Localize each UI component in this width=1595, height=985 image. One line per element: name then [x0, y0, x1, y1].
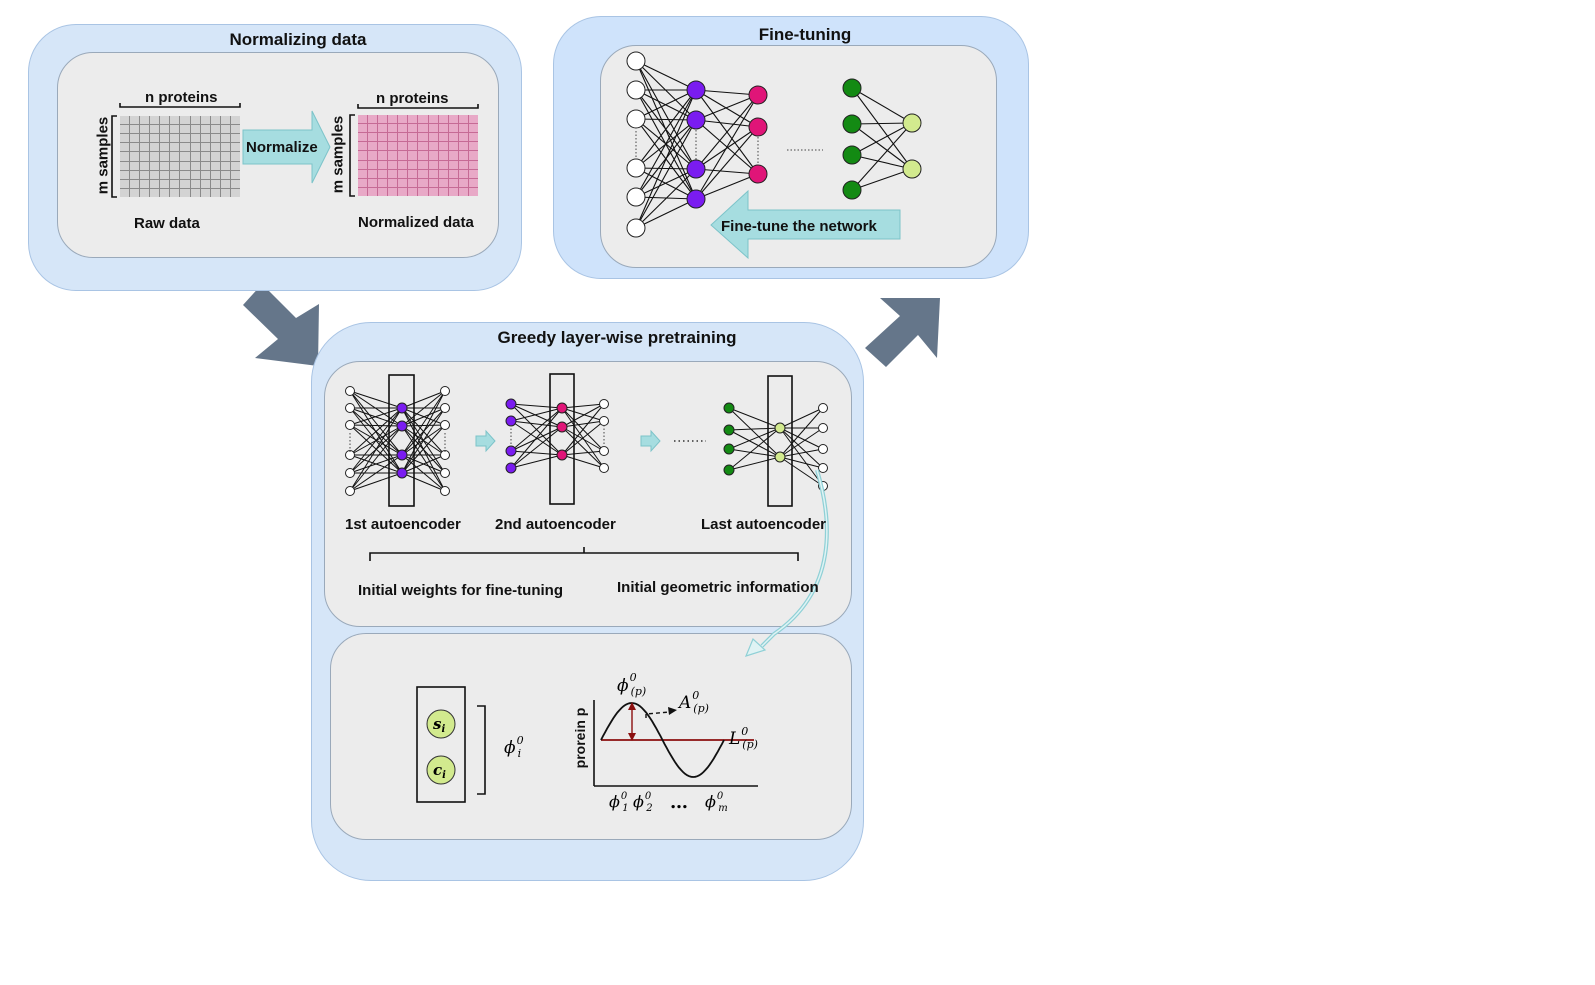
ae-last-output-node — [818, 403, 828, 413]
ae1-input-node — [345, 486, 355, 496]
c-node-label: ci — [433, 761, 446, 781]
input-node — [626, 187, 646, 207]
last-hidden-node — [842, 114, 862, 134]
ae1-input-node — [345, 468, 355, 478]
finetuning-title: Fine-tuning — [758, 25, 852, 44]
ae-last-code-node — [774, 422, 786, 434]
ae-last-input-node — [723, 464, 735, 476]
hidden1-node — [686, 110, 706, 130]
ae1-code-node — [396, 449, 408, 461]
ae-last-input-node — [723, 402, 735, 414]
ae-last-code-node — [774, 451, 786, 463]
ae-last-label: Last autoencoder — [701, 516, 827, 533]
initial-weights-label: Initial weights for fine-tuning — [358, 582, 563, 599]
ae1-input-node — [345, 403, 355, 413]
hidden1-node — [686, 80, 706, 100]
ae1-output-node — [440, 420, 450, 430]
normalize-arrow-label: Normalize — [246, 139, 318, 156]
ae2-output-node — [599, 399, 609, 409]
last-hidden-node — [842, 78, 862, 98]
ae2-input-node — [505, 398, 517, 410]
normalized-caption: Normalized data — [358, 214, 474, 231]
ae1-output-node — [440, 468, 450, 478]
hidden1-node — [686, 159, 706, 179]
output-node — [902, 159, 922, 179]
input-node — [626, 109, 646, 129]
hidden2-node — [748, 117, 768, 137]
raw-top-label: n proteins — [145, 89, 218, 106]
output-node — [902, 113, 922, 133]
protein-axis-label: prorein p — [572, 707, 588, 769]
ae-last-input-node — [723, 443, 735, 455]
ae1-output-node — [440, 386, 450, 396]
ae2-input-node — [505, 462, 517, 474]
ae1-output-node — [440, 486, 450, 496]
ae2-label: 2nd autoencoder — [495, 516, 616, 533]
ae-last-input-node — [723, 424, 735, 436]
ae1-input-node — [345, 420, 355, 430]
ae-last-output-node — [818, 444, 828, 454]
flow-arrow-down-right — [243, 284, 319, 366]
finetune-arrow-label: Fine-tune the network — [721, 218, 877, 235]
input-node — [626, 218, 646, 238]
hidden1-node — [686, 189, 706, 209]
norm-top-label: n proteins — [376, 90, 449, 107]
ae1-label: 1st autoencoder — [345, 516, 461, 533]
input-node — [626, 158, 646, 178]
L-p-label: L0(p) — [728, 725, 758, 751]
hidden2-node — [748, 164, 768, 184]
last-hidden-node — [842, 145, 862, 165]
A-p-label: A0(p) — [677, 689, 709, 715]
raw-data-grid — [120, 116, 240, 197]
pretraining-title: Greedy layer-wise pretraining — [497, 328, 737, 347]
input-node — [626, 51, 646, 71]
ae1-code-node — [396, 420, 408, 432]
initial-geometric-label: Initial geometric information — [617, 579, 819, 596]
normalized-data-grid — [358, 115, 478, 196]
phi-p-label: ϕ0(p) — [617, 671, 646, 698]
ae1-output-node — [440, 403, 450, 413]
ae-last-output-node — [818, 463, 828, 473]
ellipsis-tick: … — [670, 792, 688, 813]
ae1-code-node — [396, 467, 408, 479]
ae2-output-node — [599, 463, 609, 473]
flow-arrow-up-right — [865, 298, 940, 367]
ae2-code-node — [556, 402, 568, 414]
ae2-code-node — [556, 449, 568, 461]
ae1-code-node — [396, 402, 408, 414]
last-hidden-node — [842, 180, 862, 200]
normalizing-title: Normalizing data — [229, 30, 367, 49]
ae2-code-node — [556, 421, 568, 433]
input-node — [626, 80, 646, 100]
s-node-label: si — [433, 715, 445, 735]
hidden2-node — [748, 85, 768, 105]
ae1-input-node — [345, 386, 355, 396]
ae-last-output-node — [818, 423, 828, 433]
raw-caption: Raw data — [134, 215, 200, 232]
